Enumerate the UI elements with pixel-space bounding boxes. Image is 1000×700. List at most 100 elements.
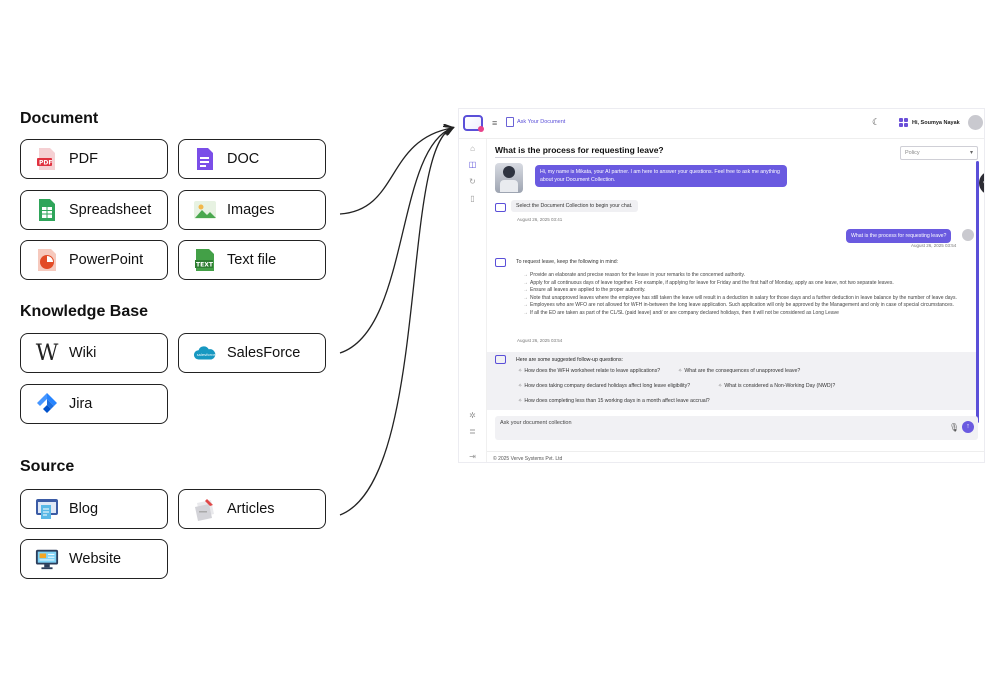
answer-point: Apply for all continuous days of leave t… <box>523 280 971 288</box>
wiki-label: Wiki <box>69 345 97 361</box>
apps-grid-icon[interactable] <box>899 118 908 127</box>
settings-icon[interactable]: ✲ <box>469 411 476 420</box>
bot-icon <box>495 355 506 364</box>
blog-label: Blog <box>69 501 99 517</box>
ask-document-tab[interactable]: Ask Your Document <box>517 119 566 125</box>
wiki-source-button[interactable]: W Wiki <box>20 333 168 373</box>
followups-title: Here are some suggested follow-up questi… <box>516 357 623 363</box>
text-file-icon: TEXT <box>193 248 217 272</box>
salesforce-badge-text: salesforce <box>197 353 216 357</box>
followup-chip[interactable]: ✧How does taking company declared holida… <box>518 383 690 389</box>
history-icon[interactable]: ↻ <box>469 177 476 186</box>
text-file-label: Text file <box>227 252 277 268</box>
chat-scrollbar[interactable] <box>976 161 979 423</box>
collapse-icon[interactable]: ⇥ <box>469 452 476 461</box>
message-timestamp: August 26, 2025 03:54 <box>517 338 563 343</box>
salesforce-icon: salesforce <box>193 341 217 365</box>
followup-chip[interactable]: ✧How does completing less than 15 workin… <box>518 398 710 404</box>
send-button[interactable]: ↑ <box>962 421 974 433</box>
dark-mode-icon[interactable]: ☾ <box>872 117 881 127</box>
bot-icon <box>495 203 506 212</box>
avatar[interactable] <box>968 115 983 130</box>
image-icon <box>193 198 217 222</box>
user-greeting: Hi, Soumya Nayak <box>912 120 960 126</box>
pdf-file-icon: PDF <box>35 147 59 171</box>
followup-chip[interactable]: ✧How does the WFH worksheet relate to le… <box>518 368 660 374</box>
page-title: What is the process for requesting leave… <box>495 145 664 155</box>
answer-point: Note that unapproved leaves where the em… <box>523 295 971 303</box>
jira-label: Jira <box>69 396 93 412</box>
text-file-source-button[interactable]: TEXT Text file <box>178 240 326 280</box>
wikipedia-icon: W <box>35 340 59 366</box>
followup-text: What is considered a Non-Working Day (NW… <box>724 383 836 389</box>
user-avatar <box>962 229 974 241</box>
doc-label: DOC <box>227 151 260 167</box>
followup-text: How does taking company declared holiday… <box>524 383 691 389</box>
collection-select-value: Policy <box>905 150 920 156</box>
followup-text: How does the WFH worksheet relate to lea… <box>524 368 661 374</box>
bot-greeting-message: Hi, my name is Mikata, your AI partner. … <box>535 165 787 187</box>
app-topbar: ≡ Ask Your Document ☾ Hi, Soumya Nayak <box>459 109 984 139</box>
app-window: ≡ Ask Your Document ☾ Hi, Soumya Nayak ⌂… <box>458 108 985 463</box>
answer-point: Ensure all leaves are applied to the pro… <box>523 287 971 295</box>
doc-source-button[interactable]: DOC <box>178 139 326 179</box>
sparkle-icon: ✧ <box>518 368 523 374</box>
side-panel-toggle[interactable]: ◐ <box>979 171 984 195</box>
spreadsheet-source-button[interactable]: Spreadsheet <box>20 190 168 230</box>
spreadsheet-label: Spreadsheet <box>69 202 152 218</box>
answer-point: Provide an elaborate and precise reason … <box>523 272 971 280</box>
bot-avatar <box>495 163 523 193</box>
message-timestamp: August 26, 2025 03:41 <box>517 217 563 222</box>
website-source-button[interactable]: Website <box>20 539 168 579</box>
collection-select[interactable]: Policy ▾ <box>900 146 978 160</box>
microphone-icon[interactable]: 🎙 <box>949 423 960 432</box>
arrow-knowledge-base <box>339 128 452 354</box>
home-icon[interactable]: ⌂ <box>470 144 475 153</box>
text-badge-text: TEXT <box>196 262 214 269</box>
answer-point: Employees who are WFO are not allowed fo… <box>523 302 971 310</box>
images-source-button[interactable]: Images <box>178 190 326 230</box>
articles-source-button[interactable]: Articles <box>178 489 326 529</box>
powerpoint-source-button[interactable]: PowerPoint <box>20 240 168 280</box>
app-footer: © 2025 Verve Systems Pvt. Ltd <box>487 451 984 462</box>
select-collection-message: Select the Document Collection to begin … <box>511 200 638 212</box>
spreadsheet-icon <box>35 198 59 222</box>
doc-file-icon <box>193 147 217 171</box>
database-icon[interactable]: ≣ <box>469 427 476 436</box>
followup-chip[interactable]: ✧What is considered a Non-Working Day (N… <box>718 383 835 389</box>
message-timestamp: August 26, 2025 03:54 <box>911 243 957 248</box>
blog-icon <box>35 497 59 521</box>
document-section-title: Document <box>20 110 99 127</box>
answer-intro: To request leave, keep the following in … <box>516 259 619 265</box>
app-logo <box>463 115 484 132</box>
articles-label: Articles <box>227 501 275 517</box>
menu-icon[interactable]: ≡ <box>492 118 498 128</box>
app-sidebar: ⌂ ◫ ↻ ▯ ✲ ≣ ⇥ <box>459 139 487 462</box>
articles-icon <box>193 497 217 521</box>
followup-text: What are the consequences of unapproved … <box>684 368 801 374</box>
salesforce-label: SalesForce <box>227 345 301 361</box>
title-divider <box>495 157 659 158</box>
website-icon <box>35 547 59 571</box>
chat-input[interactable]: Ask your document collection <box>500 420 572 426</box>
followup-text: How does completing less than 15 working… <box>524 398 710 404</box>
powerpoint-icon <box>35 248 59 272</box>
pdf-source-button[interactable]: PDF PDF <box>20 139 168 179</box>
followup-chip[interactable]: ✧What are the consequences of unapproved… <box>678 368 800 374</box>
sparkle-icon: ✧ <box>678 368 683 374</box>
blog-source-button[interactable]: Blog <box>20 489 168 529</box>
source-section-title: Source <box>20 458 75 475</box>
followup-panel: Here are some suggested follow-up questi… <box>487 352 976 410</box>
salesforce-source-button[interactable]: salesforce SalesForce <box>178 333 326 373</box>
knowledge-base-section-title: Knowledge Base <box>20 303 149 320</box>
sparkle-icon: ✧ <box>518 383 523 389</box>
sparkle-icon: ✧ <box>718 383 723 389</box>
chat-icon[interactable]: ◫ <box>468 160 477 169</box>
chat-composer: Ask your document collection 🎙 ↑ <box>495 416 978 440</box>
arrow-source <box>339 128 452 516</box>
images-label: Images <box>227 202 275 218</box>
pdf-badge-text: PDF <box>39 160 52 167</box>
file-icon[interactable]: ▯ <box>470 194 475 203</box>
website-label: Website <box>69 551 122 567</box>
jira-source-button[interactable]: Jira <box>20 384 168 424</box>
